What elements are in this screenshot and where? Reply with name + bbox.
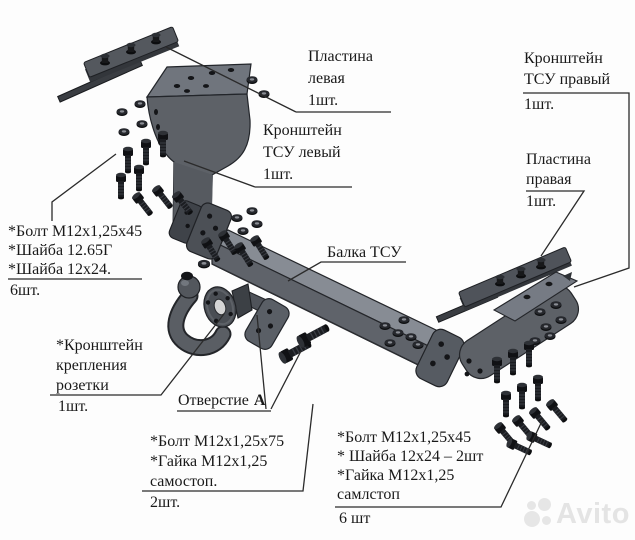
label-line: * Шайба 12х24 – 2шт bbox=[337, 448, 484, 465]
label-line: *Шайба 12.65Г bbox=[8, 242, 113, 259]
label-beam: Балка ТСУ bbox=[327, 244, 402, 262]
label-line: *Шайба 12х24. bbox=[8, 261, 112, 278]
leader-plate-left bbox=[165, 46, 391, 113]
label-bolts-center: *Болт М12х1,25х75 *Гайка М12х1,25 самост… bbox=[150, 432, 284, 492]
left-plate-part bbox=[57, 26, 180, 103]
right-plate-part bbox=[435, 247, 572, 323]
label-line: 1шт. bbox=[308, 92, 339, 109]
avito-logo-icon bbox=[524, 497, 556, 531]
beam-left-flange bbox=[185, 202, 233, 260]
label-bolts-left: *Болт М12х1,25х45 *Шайба 12.65Г *Шайба 1… bbox=[8, 222, 142, 279]
label-line: 1шт. bbox=[263, 166, 294, 183]
label-line: Пластина bbox=[308, 48, 373, 65]
beam-right-flange bbox=[415, 328, 465, 388]
hole-a-word: Отверстие bbox=[178, 392, 249, 409]
leader-bracket-left bbox=[183, 160, 352, 188]
label-socket-bracket: *Кронштейн крепления розетки bbox=[56, 336, 143, 396]
lower-bracket-part bbox=[242, 290, 290, 350]
leader-bolts-center bbox=[142, 403, 314, 492]
ball-flange bbox=[203, 286, 237, 328]
label-line: Пластина bbox=[526, 151, 591, 168]
label-line: крепления bbox=[56, 357, 128, 374]
label-line: *Гайка М12х1,25 bbox=[150, 453, 268, 470]
label-line: самостоп. bbox=[150, 473, 218, 490]
label-plate-right: Пластина правая bbox=[526, 150, 591, 190]
label-line: ТСУ левый bbox=[263, 144, 341, 161]
label-line: Кронштейн bbox=[524, 50, 603, 67]
avito-watermark: Avito bbox=[524, 497, 630, 531]
right-bracket-part bbox=[458, 271, 580, 380]
label-plate-left: Пластина левая 1шт. bbox=[308, 46, 373, 112]
leader-bracket-right bbox=[523, 92, 630, 288]
leader-bolts-right bbox=[335, 418, 544, 508]
label-bracket-right: Кронштейн ТСУ правый bbox=[524, 48, 610, 90]
leader-lines bbox=[8, 46, 630, 508]
label-line: *Кронштейн bbox=[56, 337, 143, 354]
label-bracket-left: Кронштейн ТСУ левый 1шт. bbox=[263, 120, 342, 186]
label-bolts-right-qty: 6 шт bbox=[339, 510, 371, 527]
loose-bolts-center bbox=[276, 320, 333, 366]
leader-socket-bracket bbox=[50, 313, 225, 396]
leader-beam bbox=[287, 261, 406, 282]
avito-watermark-text: Avito bbox=[556, 498, 630, 530]
label-line: самлстоп bbox=[337, 486, 400, 503]
label-line: Кронштейн bbox=[263, 122, 342, 139]
label-bracket-right-qty: 1шт. bbox=[524, 96, 555, 113]
label-line: *Болт М12х1,25х45 bbox=[8, 223, 143, 240]
label-line: правая bbox=[526, 171, 572, 188]
leader-hole-a bbox=[177, 314, 302, 412]
label-line: *Гайка М12х1,25 bbox=[337, 467, 455, 484]
label-line: *Болт М12х1,25х45 bbox=[337, 429, 472, 446]
label-bolts-right: *Болт М12х1,25х45 * Шайба 12х24 – 2шт *Г… bbox=[337, 428, 483, 504]
label-line: ТСУ правый bbox=[524, 71, 611, 88]
leader-bolts-left bbox=[51, 153, 117, 221]
label-line: Балка ТСУ bbox=[327, 244, 402, 261]
label-bolts-center-qty: 2шт. bbox=[150, 494, 181, 511]
hole-a-letter: А bbox=[253, 392, 266, 409]
label-bolts-left-qty: 6шт. bbox=[10, 282, 41, 299]
leader-plate-right bbox=[526, 190, 586, 257]
label-socket-bracket-qty: 1шт. bbox=[58, 398, 89, 415]
label-line: розетки bbox=[56, 377, 109, 394]
label-line: левая bbox=[308, 70, 345, 87]
label-plate-right-qty: 1шт. bbox=[526, 193, 557, 210]
label-line: *Болт М12х1,25х75 bbox=[150, 433, 285, 450]
tow-ball-part bbox=[167, 259, 253, 357]
